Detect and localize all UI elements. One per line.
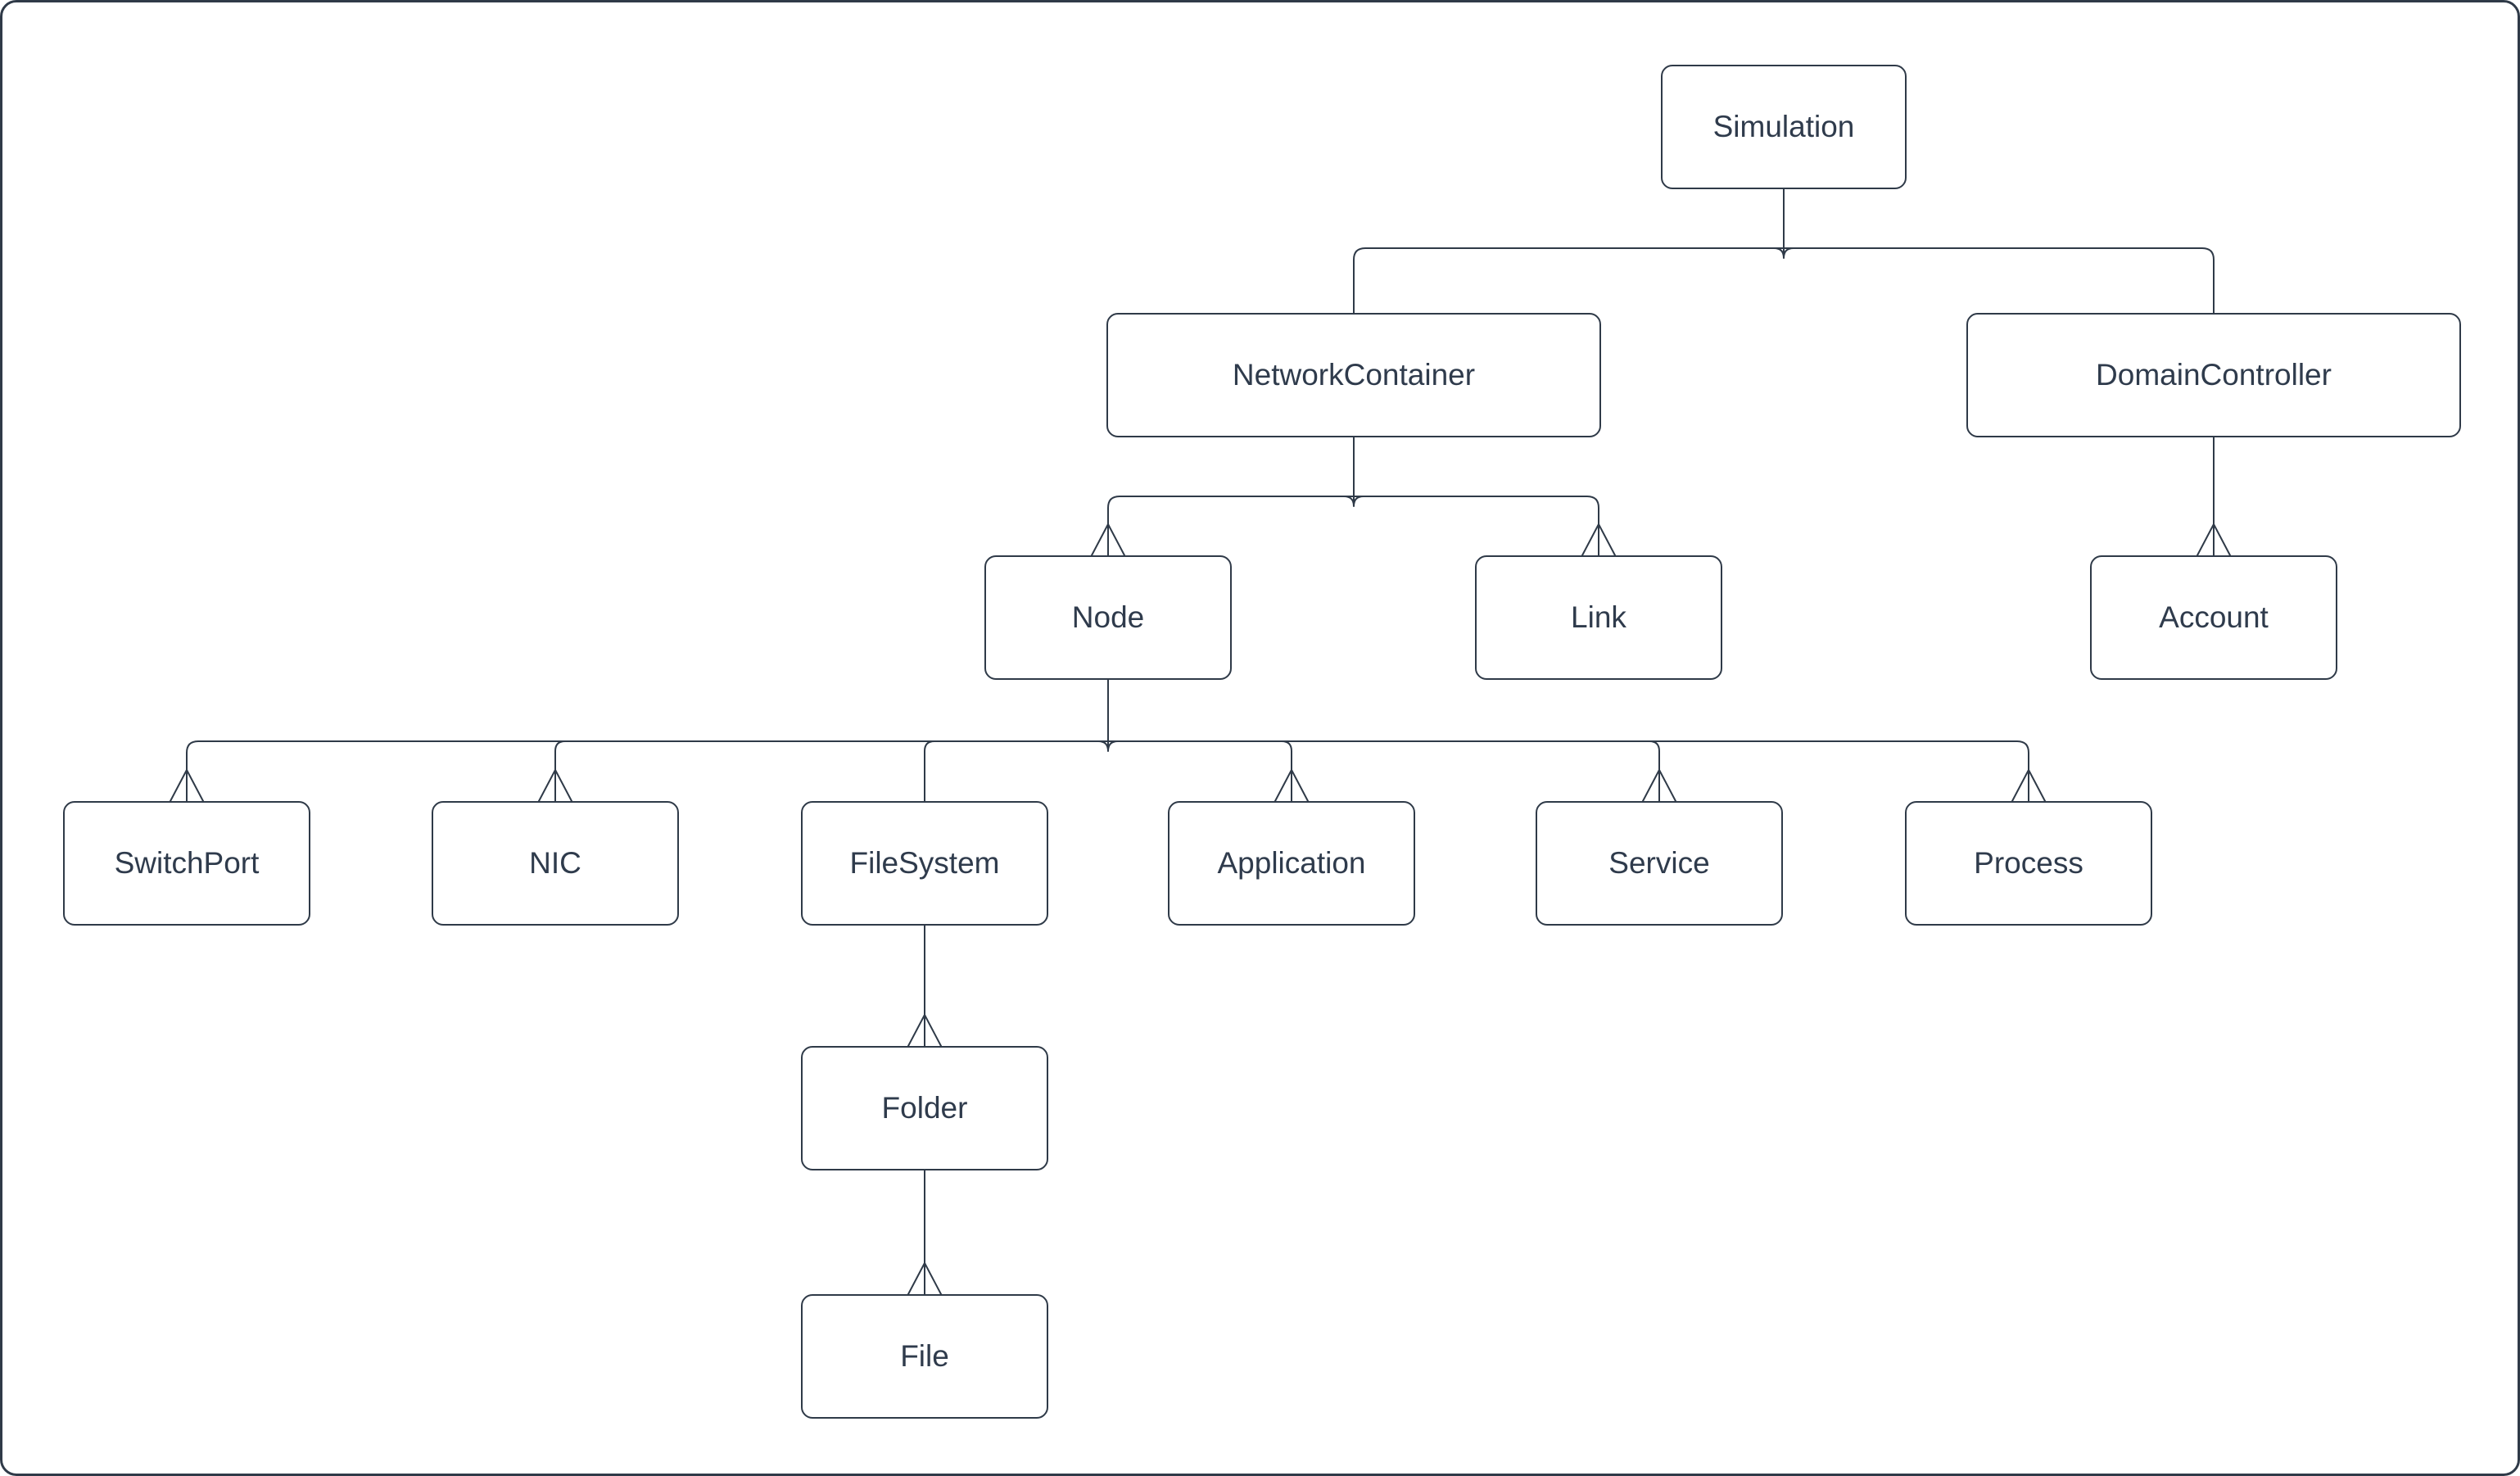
node-network-container[interactable]: NetworkContainer [1106, 313, 1601, 437]
node-switch-port[interactable]: SwitchPort [63, 801, 310, 926]
node-label: Account [2159, 600, 2269, 634]
node-account[interactable]: Account [2090, 555, 2337, 680]
node-nic[interactable]: NIC [432, 801, 679, 926]
node-label: Folder [881, 1091, 968, 1125]
node-label: File [900, 1339, 949, 1373]
node-process[interactable]: Process [1905, 801, 2152, 926]
node-application[interactable]: Application [1168, 801, 1415, 926]
connector-paths [170, 188, 2231, 1295]
node-label: NetworkContainer [1232, 358, 1476, 392]
node-link[interactable]: Link [1475, 555, 1722, 680]
node-label: Node [1071, 600, 1145, 634]
node-label: Service [1608, 846, 1710, 880]
node-domain-controller[interactable]: DomainController [1966, 313, 2461, 437]
node-node[interactable]: Node [984, 555, 1232, 680]
node-label: DomainController [2096, 358, 2332, 392]
node-file-system[interactable]: FileSystem [801, 801, 1048, 926]
node-folder[interactable]: Folder [801, 1046, 1048, 1170]
node-service[interactable]: Service [1536, 801, 1783, 926]
node-label: SwitchPort [114, 846, 260, 880]
node-label: Process [1974, 846, 2083, 880]
node-label: Application [1217, 846, 1366, 880]
node-simulation[interactable]: Simulation [1661, 65, 1907, 189]
node-label: NIC [529, 846, 581, 880]
node-file[interactable]: File [801, 1294, 1048, 1419]
node-label: FileSystem [849, 846, 1000, 880]
node-label: Simulation [1712, 110, 1855, 143]
node-label: Link [1571, 600, 1626, 634]
